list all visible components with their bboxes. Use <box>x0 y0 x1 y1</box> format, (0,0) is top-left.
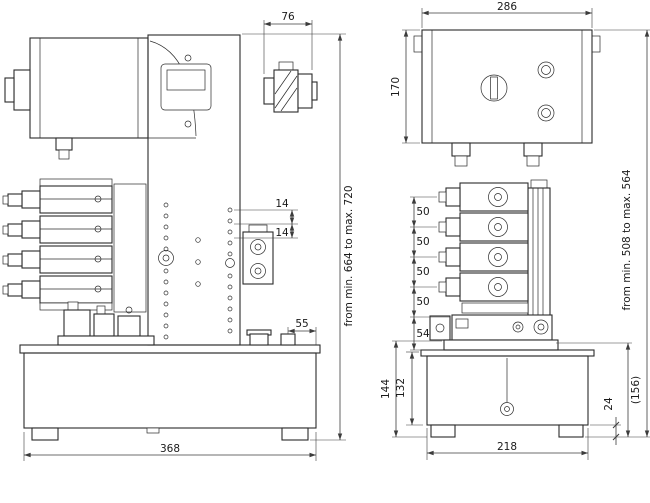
tank-side <box>19 329 321 441</box>
valve-bank-front <box>429 179 559 351</box>
lift-column <box>147 34 241 346</box>
tank-front <box>420 349 595 438</box>
port-block-side <box>242 224 274 285</box>
dim-label-height-right: from min. 508 to max. 564 <box>621 169 633 310</box>
dim-overall-height-right: from min. 508 to max. 564 <box>594 29 650 437</box>
dim-label-50-4: 50 <box>416 296 429 308</box>
dim-base-width-left: 368 <box>23 432 317 461</box>
motor-side <box>4 37 149 160</box>
dim-tank-width: 218 <box>426 428 589 460</box>
dim-overall-height-left: from min. 664 to max. 720 <box>242 33 355 441</box>
dim-label-286: 286 <box>497 1 517 13</box>
dim-valve-pitch-chain: 50 50 50 50 54 <box>410 196 450 351</box>
dim-label-218: 218 <box>497 441 517 453</box>
dim-label-170: 170 <box>390 77 402 97</box>
dim-label-144: 144 <box>380 379 392 399</box>
dim-label-50-1: 50 <box>416 206 429 218</box>
dim-foot-height: 24 <box>590 397 621 445</box>
dim-label-24: 24 <box>603 397 615 411</box>
hose-coupling-side <box>263 61 318 113</box>
dim-label-55: 55 <box>295 318 308 330</box>
dim-label-54: 54 <box>416 328 430 340</box>
dim-motor-width: 286 <box>421 1 593 28</box>
dim-tank-total-height: (156) <box>556 342 650 438</box>
left-view: 76 14 14 55 368 from min. 66 <box>2 11 355 461</box>
hole-row-left <box>163 202 169 340</box>
hole-row-right <box>227 207 233 334</box>
dim-label-76: 76 <box>281 11 295 23</box>
dim-tank-height: 132 <box>395 351 423 426</box>
dim-motor-height: 170 <box>390 29 420 144</box>
dim-coupling-width: 76 <box>263 11 313 74</box>
pump-manifold-side <box>57 301 155 346</box>
dim-label-132: 132 <box>395 378 407 398</box>
dim-label-156: (156) <box>630 376 642 404</box>
dim-label-height-left: from min. 664 to max. 720 <box>343 185 355 326</box>
dim-label-50-2: 50 <box>416 236 429 248</box>
dim-label-14a: 14 <box>275 198 289 210</box>
dim-label-368: 368 <box>160 443 180 455</box>
dim-outlet-offset: 55 <box>287 318 317 345</box>
motor-front <box>413 29 601 167</box>
dim-label-50-3: 50 <box>416 266 429 278</box>
dim-base-height: 144 <box>380 340 442 438</box>
right-view: 286 170 50 50 50 50 54 <box>380 1 650 460</box>
dim-hole-pitch: 14 14 <box>234 198 298 239</box>
valve-stack-side <box>2 178 147 313</box>
dim-label-14b: 14 <box>275 227 289 239</box>
